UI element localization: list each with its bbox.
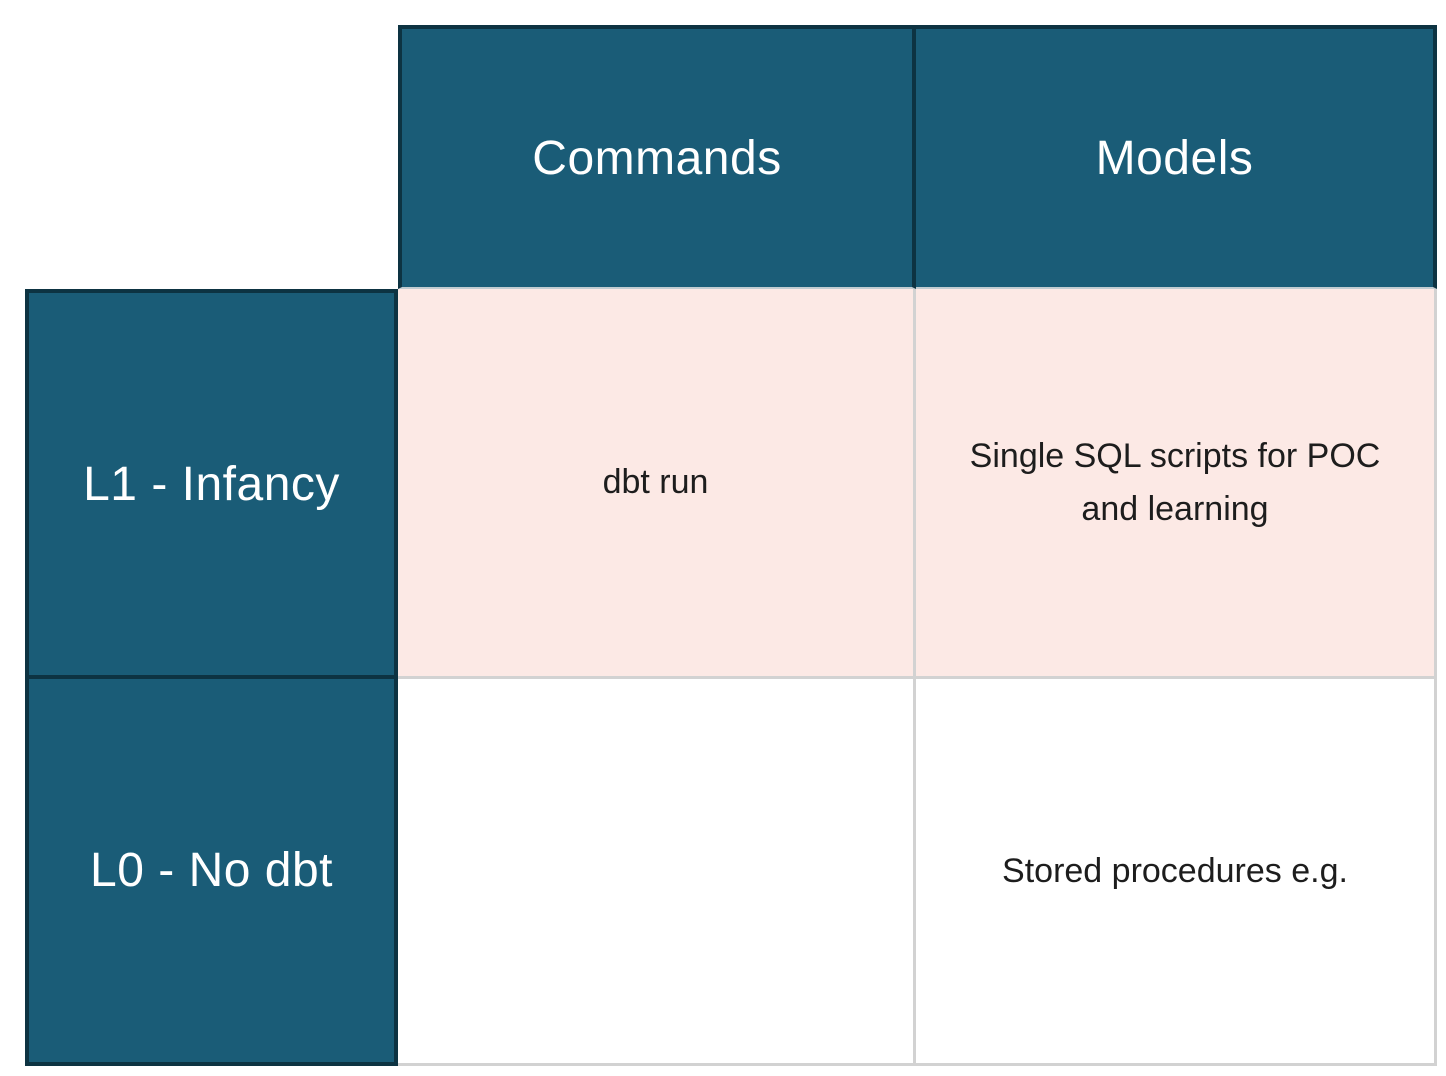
cell-l0-models: Stored procedures e.g.	[916, 679, 1437, 1066]
column-header-commands: Commands	[398, 25, 916, 289]
cell-l1-models-text: Single SQL scripts for POC and learning	[969, 436, 1381, 528]
dbt-maturity-matrix: Commands Models L1 - Infancy dbt run Sin…	[25, 25, 1437, 1066]
row-header-l0-no-dbt-label: L0 - No dbt	[90, 844, 333, 897]
cell-l0-commands	[398, 679, 916, 1066]
cell-l1-commands-text: dbt run	[602, 463, 709, 502]
row-header-l1-infancy-label: L1 - Infancy	[83, 457, 340, 511]
cell-l1-commands: dbt run	[398, 289, 916, 679]
column-header-commands-label: Commands	[532, 131, 782, 185]
cell-l1-models: Single SQL scripts for POC and learning	[916, 289, 1437, 679]
column-header-models-label: Models	[1095, 131, 1254, 185]
row-header-l1-infancy: L1 - Infancy	[25, 289, 398, 679]
row-header-l0-no-dbt: L0 - No dbt	[25, 679, 398, 1066]
cell-l0-models-text: Stored procedures e.g.	[1002, 851, 1348, 890]
column-header-models: Models	[916, 25, 1437, 289]
corner-spacer	[25, 25, 398, 289]
